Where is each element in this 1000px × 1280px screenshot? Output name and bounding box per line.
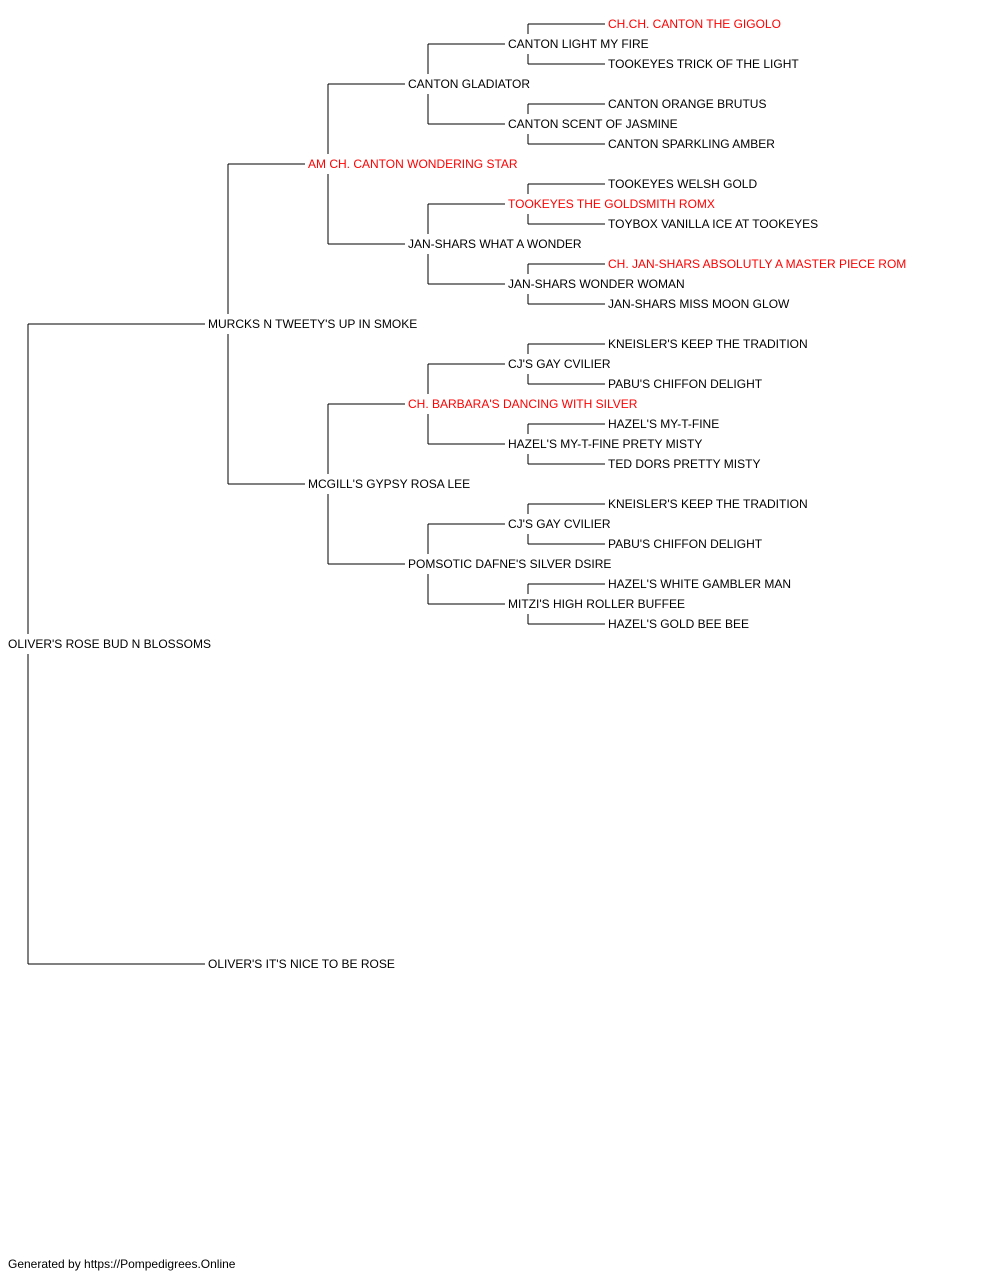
ancestor-name: HAZEL'S MY-T-FINE — [608, 417, 719, 431]
ancestor-name: PABU'S CHIFFON DELIGHT — [608, 377, 763, 391]
ancestor-name: CJ'S GAY CVILIER — [508, 357, 611, 371]
ancestor-name: CANTON LIGHT MY FIRE — [508, 37, 649, 51]
ancestor-name: CH. JAN-SHARS ABSOLUTLY A MASTER PIECE R… — [608, 257, 906, 271]
ancestor-name: HAZEL'S WHITE GAMBLER MAN — [608, 577, 791, 591]
ancestor-name: HAZEL'S MY-T-FINE PRETY MISTY — [508, 437, 702, 451]
ancestor-name: CANTON GLADIATOR — [408, 77, 530, 91]
ancestor-name: CJ'S GAY CVILIER — [508, 517, 611, 531]
ancestor-name: CH. BARBARA'S DANCING WITH SILVER — [408, 397, 638, 411]
ancestor-name: JAN-SHARS WONDER WOMAN — [508, 277, 685, 291]
ancestor-name: TOOKEYES THE GOLDSMITH ROMX — [508, 197, 715, 211]
pedigree-name-labels: OLIVER'S ROSE BUD N BLOSSOMS MURCKS N TWE… — [8, 17, 906, 971]
ancestor-name: KNEISLER'S KEEP THE TRADITION — [608, 497, 808, 511]
ancestor-name: OLIVER'S IT'S NICE TO BE ROSE — [208, 957, 395, 971]
ancestor-name: CANTON SCENT OF JASMINE — [508, 117, 678, 131]
ancestor-name: CANTON SPARKLING AMBER — [608, 137, 775, 151]
ancestor-name: AM CH. CANTON WONDERING STAR — [308, 157, 518, 171]
ancestor-name: HAZEL'S GOLD BEE BEE — [608, 617, 749, 631]
ancestor-name: CANTON ORANGE BRUTUS — [608, 97, 766, 111]
ancestor-name: TOYBOX VANILLA ICE AT TOOKEYES — [608, 217, 818, 231]
ancestor-name: PABU'S CHIFFON DELIGHT — [608, 537, 763, 551]
ancestor-name: MURCKS N TWEETY'S UP IN SMOKE — [208, 317, 417, 331]
ancestor-name: JAN-SHARS WHAT A WONDER — [408, 237, 582, 251]
ancestor-name: MITZI'S HIGH ROLLER BUFFEE — [508, 597, 685, 611]
ancestor-name: POMSOTIC DAFNE'S SILVER DSIRE — [408, 557, 611, 571]
ancestor-name: CH.CH. CANTON THE GIGOLO — [608, 17, 781, 31]
ancestor-name: TOOKEYES TRICK OF THE LIGHT — [608, 57, 799, 71]
footer-credit: Generated by https://Pompedigrees.Online — [8, 1257, 236, 1271]
subject-dog-name: OLIVER'S ROSE BUD N BLOSSOMS — [8, 637, 211, 651]
ancestor-name: TED DORS PRETTY MISTY — [608, 457, 760, 471]
ancestor-name: MCGILL'S GYPSY ROSA LEE — [308, 477, 470, 491]
pedigree-connector-lines — [27, 23, 605, 965]
ancestor-name: TOOKEYES WELSH GOLD — [608, 177, 757, 191]
ancestor-name: JAN-SHARS MISS MOON GLOW — [608, 297, 790, 311]
ancestor-name: KNEISLER'S KEEP THE TRADITION — [608, 337, 808, 351]
